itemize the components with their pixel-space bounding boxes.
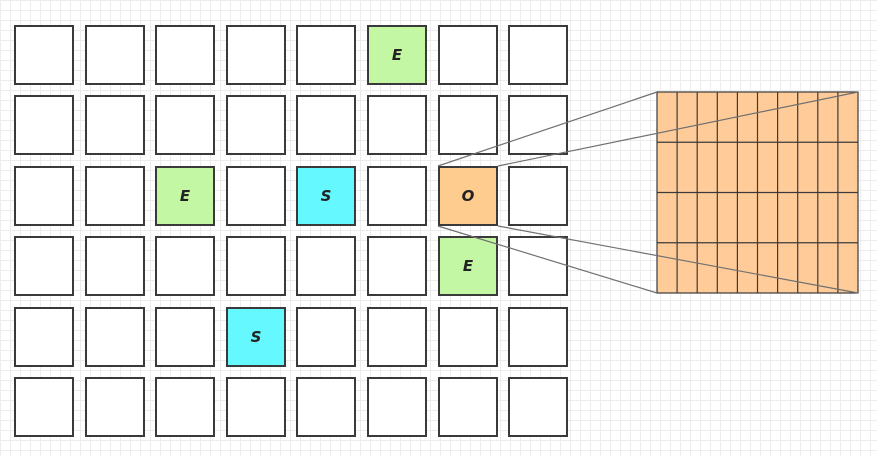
grid-cell bbox=[438, 307, 498, 367]
grid-cell bbox=[438, 25, 498, 85]
grid-cell bbox=[367, 377, 427, 437]
grid-cell-o: O bbox=[438, 166, 498, 226]
grid-cell bbox=[367, 236, 427, 296]
grid-cell bbox=[85, 25, 145, 85]
grid-cell bbox=[226, 95, 286, 155]
grid-cell bbox=[14, 95, 74, 155]
grid-cell bbox=[155, 236, 215, 296]
grid-cell bbox=[14, 377, 74, 437]
grid-cell bbox=[296, 307, 356, 367]
cell-label: S bbox=[250, 328, 262, 346]
grid-cell bbox=[14, 166, 74, 226]
grid-cell bbox=[85, 166, 145, 226]
cell-label: O bbox=[461, 187, 475, 205]
grid-cell bbox=[226, 377, 286, 437]
grid-cell bbox=[85, 236, 145, 296]
grid-cell-e: E bbox=[155, 166, 215, 226]
cell-label: S bbox=[320, 187, 332, 205]
connector-line bbox=[497, 91, 859, 167]
cell-label: E bbox=[391, 46, 403, 64]
cell-label: E bbox=[179, 187, 191, 205]
grid-cell bbox=[508, 307, 568, 367]
grid-cell bbox=[14, 236, 74, 296]
cell-label: E bbox=[462, 257, 474, 275]
grid-cell bbox=[155, 307, 215, 367]
connector-line bbox=[437, 91, 658, 167]
grid-cell bbox=[367, 307, 427, 367]
grid-cell bbox=[14, 307, 74, 367]
grid-cell bbox=[85, 95, 145, 155]
grid-cell bbox=[85, 377, 145, 437]
grid-cell bbox=[155, 377, 215, 437]
grid-cell bbox=[226, 236, 286, 296]
grid-cell bbox=[296, 377, 356, 437]
grid-cell bbox=[508, 25, 568, 85]
expanded-cell-grid bbox=[656, 91, 859, 294]
grid-cell bbox=[508, 377, 568, 437]
connector-lines bbox=[437, 91, 859, 294]
grid-cell bbox=[155, 25, 215, 85]
grid-cell bbox=[438, 377, 498, 437]
grid-cell-e: E bbox=[367, 25, 427, 85]
grid-cell bbox=[296, 236, 356, 296]
connector-line bbox=[497, 225, 859, 294]
grid-cell bbox=[226, 25, 286, 85]
grid-cell bbox=[296, 25, 356, 85]
grid-cell bbox=[226, 166, 286, 226]
grid-cell-s: S bbox=[296, 166, 356, 226]
grid-cell bbox=[155, 95, 215, 155]
grid-cell bbox=[367, 166, 427, 226]
grid-cell-e: E bbox=[438, 236, 498, 296]
grid-cell bbox=[14, 25, 74, 85]
grid-cell bbox=[296, 95, 356, 155]
grid-cell bbox=[367, 95, 427, 155]
connector-line bbox=[437, 225, 658, 294]
grid-cell bbox=[508, 166, 568, 226]
grid-cell bbox=[438, 95, 498, 155]
grid-cell-s: S bbox=[226, 307, 286, 367]
grid-cell bbox=[85, 307, 145, 367]
